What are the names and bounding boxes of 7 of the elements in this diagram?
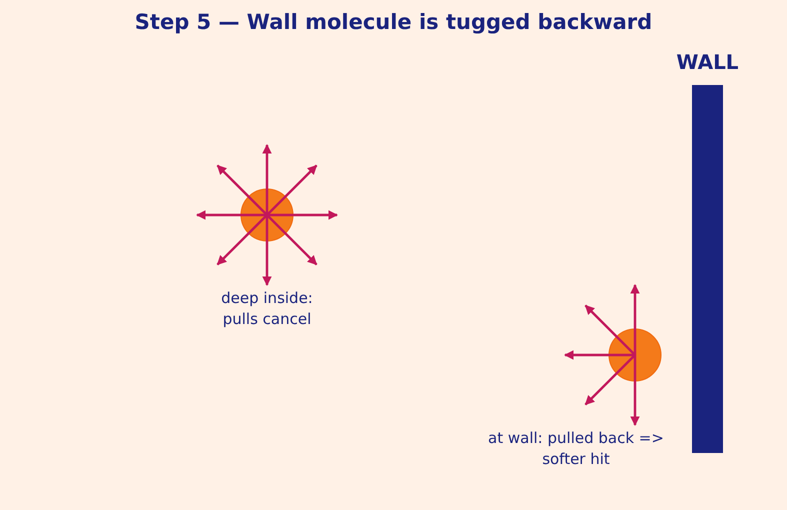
wall-label: WALL [675,52,740,73]
note-text: at wall: pulled back => softer hit [487,428,665,470]
molecule-circle [608,328,662,382]
wall-bar [692,85,723,453]
molecule-label: deep inside: pulls cancel [220,288,314,330]
title: Step 5 — Wall molecule is tugged backward [134,10,654,34]
molecule-circle [240,188,294,242]
